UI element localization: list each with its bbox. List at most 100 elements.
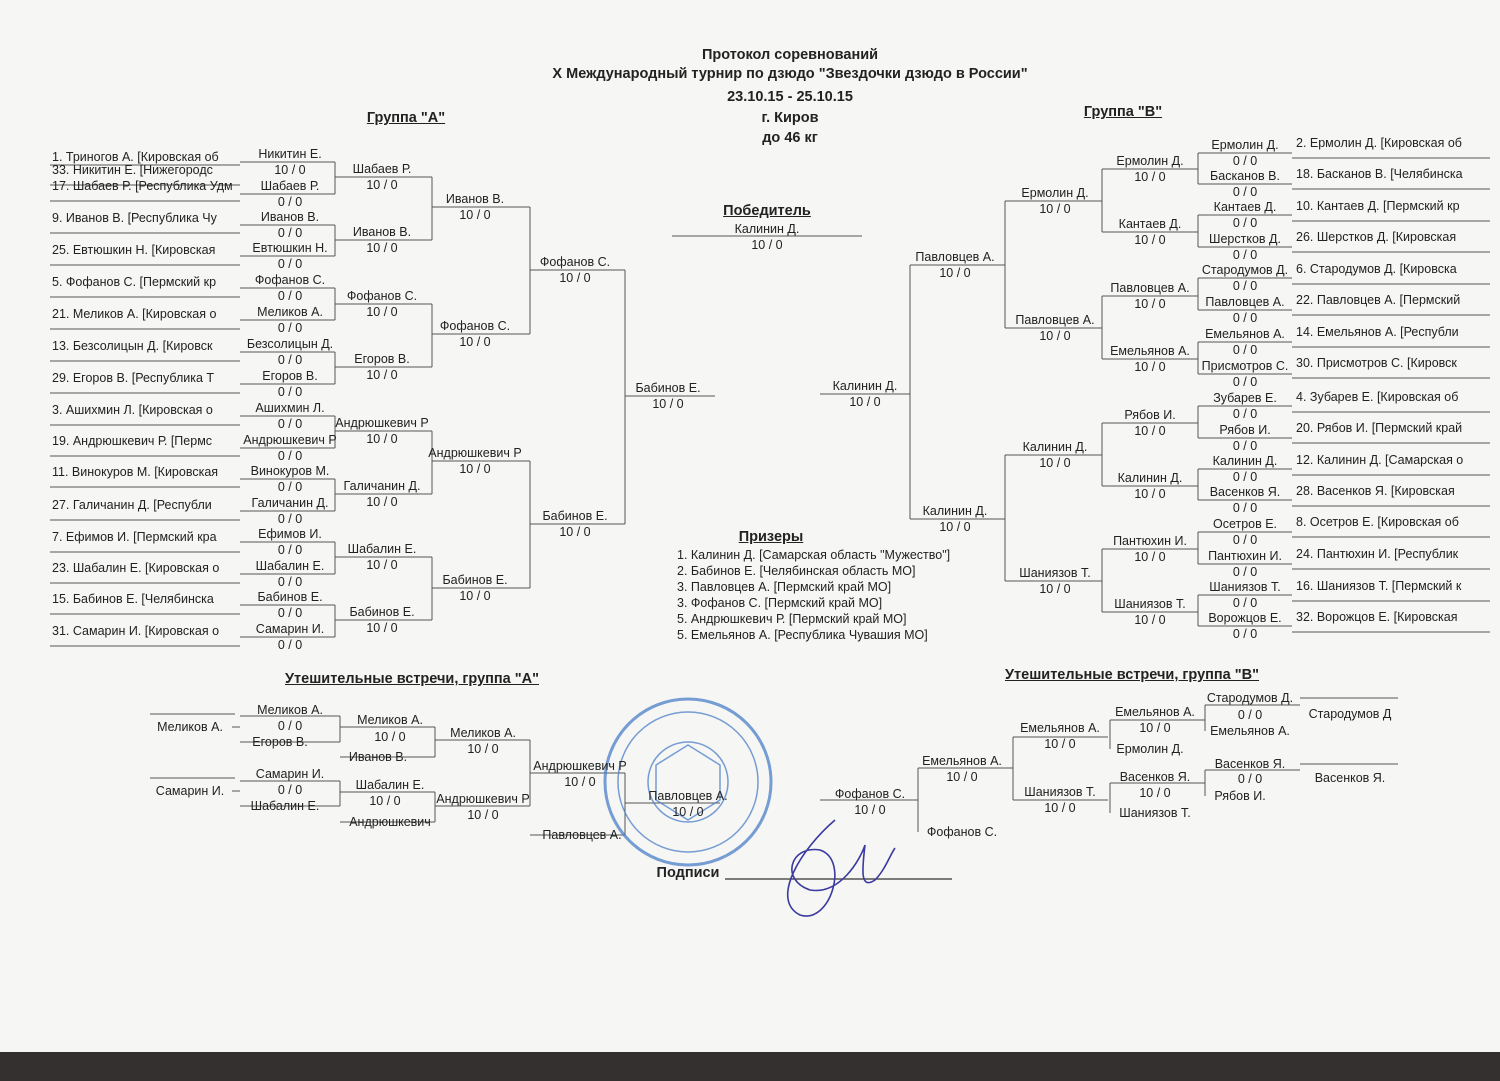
entry-b: 22. Павловцев А. [Пермский [1296,293,1461,307]
consolation-b-label: Стародумов Д. [1206,691,1294,705]
consolation-a-label: Меликов А. [357,713,423,727]
entry-b: 24. Пантюхин И. [Республик [1296,547,1459,561]
round1-b-name: Васенков Я. [1209,485,1281,499]
entry-b: 28. Васенков Я. [Кировская [1296,484,1455,498]
winner-score: 10 / 0 [751,238,783,252]
consolation-b-label: 10 / 0 [946,770,978,784]
entry-b: 2. Ермолин Д. [Кировская об [1296,136,1462,150]
round1-a-name: Шабаев Р. [260,179,320,193]
round1-a-name: Андрюшкевич Р [243,433,337,447]
prize-item: 1. Калинин Д. [Самарская область "Мужест… [677,548,951,562]
round1-a-name: Меликов А. [257,305,323,319]
round3-a-name: Андрюшкевич Р [428,446,522,460]
consolation-a-label: 0 / 0 [277,783,303,797]
round3-b-name: Калинин Д. [1022,440,1088,454]
consolation-a-label: 10 / 0 [672,805,704,819]
round2-b-name: Калинин Д. [1117,471,1183,485]
round2-a-score: 10 / 0 [366,432,398,446]
round2-b-name: Ермолин Д. [1116,154,1184,168]
consolation-b-label: 10 / 0 [1044,801,1076,815]
consolation-b-title: Утешительные встречи, группа "В" [1005,667,1259,683]
round4-a-name: Бабинов Е. [542,509,608,523]
prizes-title: Призеры [738,529,804,545]
round1-a-name: Егоров В. [262,369,318,383]
group-b-final-score: 10 / 0 [849,395,881,409]
entry-a: 7. Ефимов И. [Пермский кра [52,530,217,544]
entry-a: 13. Безсолицын Д. [Кировск [52,339,213,353]
consolation-a-label: Самарин И. [155,784,225,798]
winner-title: Победитель [723,203,811,219]
consolation-a-label: Меликов А. [257,703,323,717]
round3-b-score: 10 / 0 [1039,582,1071,596]
round1-a-score: 0 / 0 [277,449,303,463]
entry-b: 32. Ворожцов Е. [Кировская [1296,610,1458,624]
round2-a-name: Егоров В. [354,352,410,366]
group-a-title: Группа "А" [366,110,446,126]
handwritten-signature [787,819,896,917]
round4-a-score: 10 / 0 [559,271,591,285]
round2-a-name: Бабинов Е. [349,605,415,619]
round2-a-score: 10 / 0 [366,305,398,319]
round1-a-name: Фофанов С. [254,273,326,287]
round3-a-name: Иванов В. [445,192,505,206]
consolation-b-label: 10 / 0 [1139,721,1171,735]
entry-a: 27. Галичанин Д. [Республи [52,498,212,512]
round3-a-score: 10 / 0 [459,335,491,349]
entry-b: 18. Басканов В. [Челябинска [1296,167,1463,181]
consolation-a-label: 10 / 0 [467,808,499,822]
header-city: г. Киров [761,110,819,126]
round1-a-score: 0 / 0 [277,353,303,367]
round3-a-name: Фофанов С. [439,319,511,333]
round1-a-score: 0 / 0 [277,195,303,209]
consolation-b-label: 0 / 0 [1237,708,1263,722]
round1-b-score: 0 / 0 [1232,501,1258,515]
round3-b-name: Павловцев А. [1015,313,1095,327]
round1-b-score: 0 / 0 [1232,311,1258,325]
entry-a: 1. Триногов А. [Кировская об [52,150,219,164]
round2-b-name: Кантаев Д. [1118,217,1182,231]
round1-a-name: Бабинов Е. [257,590,323,604]
consolation-b-label: Васенков Я. [1314,771,1386,785]
scanner-edge [0,1052,1500,1081]
round1-b-name: Присмотров С. [1201,359,1289,373]
round2-b-score: 10 / 0 [1134,233,1166,247]
round1-a-name: Безсолицын Д. [246,337,334,351]
round2-a-name: Галичанин Д. [343,479,421,493]
consolation-a-label: Иванов В. [348,750,408,764]
header-title: Протокол соревнований [701,47,879,63]
round1-b-name: Ворожцов Е. [1208,611,1282,625]
round1-b-name: Шерстков Д. [1209,232,1281,246]
prize-item: 3. Павловцев А. [Пермский край МО] [677,580,892,594]
consolation-a-label: Меликов А. [450,726,516,740]
consolation-a-label: Егоров В. [252,735,308,749]
entry-b: 26. Шерстков Д. [Кировская [1296,230,1457,244]
entry-a: 31. Самарин И. [Кировская о [52,624,220,638]
round1-a-name: Ашихмин Л. [255,401,325,415]
round1-b-score: 0 / 0 [1232,596,1258,610]
round3-b-score: 10 / 0 [1039,202,1071,216]
round1-a-name: Шабалин Е. [255,559,325,573]
round1-b-name: Осетров Е. [1212,517,1278,531]
round1-b-score: 0 / 0 [1232,627,1258,641]
consolation-b-label: 10 / 0 [1139,786,1171,800]
round1-a-score: 0 / 0 [277,480,303,494]
entry-a: 33. Никитин Е. [Нижегородс [52,163,213,177]
round1-a-name: Ефимов И. [258,527,322,541]
consolation-a-label: 10 / 0 [467,742,499,756]
consolation-a-label: Шабалин Е. [355,778,425,792]
round2-b-score: 10 / 0 [1134,487,1166,501]
round2-a-name: Иванов В. [352,225,412,239]
round3-a-score: 10 / 0 [459,208,491,222]
consolation-a-label: Андрюшкевич Р [436,792,530,806]
entry-b: 12. Калинин Д. [Самарская о [1296,453,1464,467]
round1-a-score: 0 / 0 [277,257,303,271]
round2-b-score: 10 / 0 [1134,424,1166,438]
round2-a-score: 10 / 0 [366,368,398,382]
consolation-b-label: Емельянов А. [1210,724,1290,738]
consolation-b-label: Ермолин Д. [1116,742,1184,756]
round1-b-name: Стародумов Д. [1201,263,1289,277]
round1-a-score: 10 / 0 [274,163,306,177]
consolation-a-label: 10 / 0 [369,794,401,808]
round1-a-name: Самарин И. [255,622,325,636]
consolation-a-label: 0 / 0 [277,719,303,733]
